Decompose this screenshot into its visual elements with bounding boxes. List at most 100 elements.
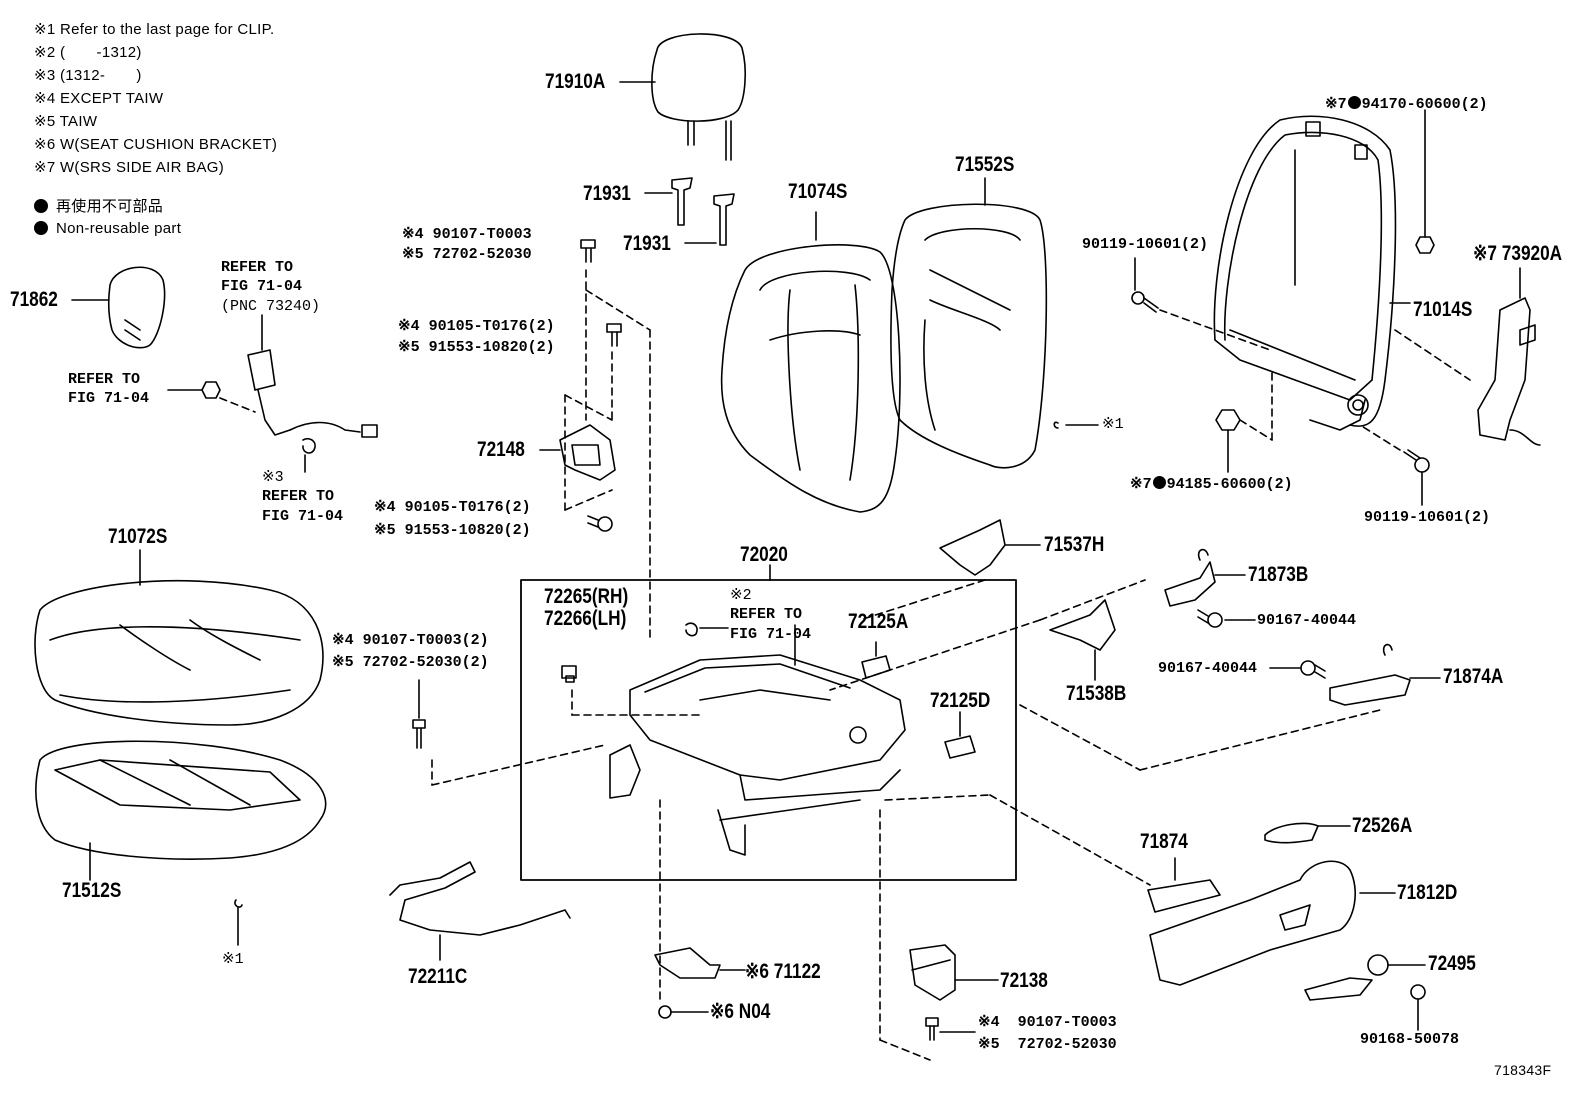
part-71537H[interactable]: 71537H: [1044, 533, 1105, 556]
knob-72495: [1304, 954, 1426, 1001]
bolt-90168-50078[interactable]: 90168-50078: [1360, 1031, 1460, 1048]
cover-71874: [1147, 857, 1221, 913]
part-71072S[interactable]: 71072S: [108, 525, 168, 548]
part-73920A[interactable]: ※7 73920A: [1473, 242, 1563, 265]
part-72266-lh[interactable]: 72266(LH): [544, 607, 627, 630]
part-71931-lower[interactable]: 71931: [623, 232, 671, 255]
knob-72526A: [1264, 822, 1351, 844]
bolt-90107-T0003-2[interactable]: ※4 90107-T0003(2): [332, 632, 489, 649]
bolt-90105-T0176-lower[interactable]: ※4 90105-T0176(2): [374, 499, 531, 516]
cover-71873B: [1164, 548, 1246, 607]
part-71812D[interactable]: 71812D: [1397, 881, 1458, 904]
bolt-icon: [1403, 449, 1430, 473]
bolt-72702-52030-2[interactable]: ※5 72702-52030(2): [332, 654, 489, 671]
shield-71812D: [1149, 860, 1396, 986]
bolt-90107-T0003-bottom[interactable]: ※4 90107-T0003: [978, 1014, 1117, 1031]
refer-fig-2-line2[interactable]: FIG 71-04: [68, 390, 150, 407]
part-71862[interactable]: 71862: [10, 288, 58, 311]
bolt-72702-52030[interactable]: ※5 72702-52030: [402, 246, 532, 263]
part-71874A[interactable]: 71874A: [1443, 665, 1504, 688]
bolt-icon: [606, 323, 622, 347]
part-72495[interactable]: 72495: [1428, 952, 1476, 975]
refer-fig-4-line1[interactable]: REFER TO: [730, 606, 803, 623]
bracket-71122: [654, 947, 746, 979]
nut-icon: [1415, 236, 1435, 254]
part-72020[interactable]: 72020: [740, 543, 788, 566]
seatback-frame-71014S: [1213, 115, 1411, 431]
refer-fig-2-line1[interactable]: REFER TO: [68, 371, 141, 388]
note-6: ※6 W(SEAT CUSHION BRACKET): [34, 136, 278, 153]
clip-note-upper: ※1: [1102, 416, 1124, 433]
cushion-pad-71512S: [35, 740, 327, 881]
part-72526A[interactable]: 72526A: [1352, 814, 1413, 837]
non-reusable-dot-icon: [34, 199, 48, 213]
part-71910A[interactable]: 71910A: [545, 70, 606, 93]
clip-note-lower: ※1: [222, 951, 244, 968]
note-7: ※7 W(SRS SIDE AIR BAG): [34, 159, 225, 176]
cover-71538B: [1049, 599, 1116, 681]
bolt-icon: [580, 239, 596, 263]
part-90119-10601-lower[interactable]: 90119-10601(2): [1364, 509, 1491, 526]
bolt-icon: [1131, 291, 1159, 313]
note-4: ※4 EXCEPT TAIW: [34, 90, 164, 107]
part-71122[interactable]: ※6 71122: [745, 960, 821, 983]
part-N04[interactable]: ※6 N04: [710, 1000, 771, 1023]
bolt-icon: [587, 515, 613, 532]
clip-icon: [1053, 421, 1059, 429]
refer-fig-1-line3: (PNC 73240): [221, 298, 321, 315]
screw-90167-40044-upper[interactable]: 90167-40044: [1257, 612, 1357, 629]
wire-72211C: [389, 861, 571, 961]
bolt-72702-52030-bottom[interactable]: ※5 72702-52030: [978, 1036, 1117, 1053]
part-71552S[interactable]: 71552S: [955, 153, 1015, 176]
cover-72138: [909, 944, 999, 1001]
legend-jp-text: 再使用不可部品: [56, 198, 164, 215]
refer-fig-3-line1[interactable]: REFER TO: [262, 488, 335, 505]
part-71538B[interactable]: 71538B: [1066, 682, 1127, 705]
part-71874[interactable]: 71874: [1140, 830, 1188, 853]
refer-fig-3-line2[interactable]: FIG 71-04: [262, 508, 344, 525]
figure-id: 718343F: [1494, 1062, 1552, 1078]
refer-fig-4-line2[interactable]: FIG 71-04: [730, 626, 812, 643]
part-72125D[interactable]: 72125D: [930, 689, 991, 712]
bolt-90107-T0003[interactable]: ※4 90107-T0003: [402, 226, 532, 243]
refer-fig-3-note: ※3: [262, 469, 284, 486]
non-reusable-dot-icon: [1347, 96, 1361, 109]
seat-frame-72020: [609, 624, 906, 1041]
cover-71862: [71, 266, 166, 349]
refer-fig-1-line2[interactable]: FIG 71-04: [221, 278, 303, 295]
part-71014S[interactable]: 71014S: [1413, 298, 1473, 321]
part-71873B[interactable]: 71873B: [1248, 563, 1309, 586]
non-reusable-dot-icon: [1152, 476, 1166, 489]
nut-icon: [1215, 409, 1241, 431]
headrest-71910A: [619, 33, 746, 161]
note-2: ※2 ( -1312): [34, 44, 142, 61]
bolt-91553-10820-lower[interactable]: ※5 91553-10820(2): [374, 522, 531, 539]
bolt-icon: [658, 1005, 709, 1019]
part-72138[interactable]: 72138: [1000, 969, 1048, 992]
part-71512S[interactable]: 71512S: [62, 879, 122, 902]
part-72148[interactable]: 72148: [477, 438, 525, 461]
part-72125A[interactable]: 72125A: [848, 610, 909, 633]
bolt-icon: [925, 1017, 939, 1041]
part-90119-10601-upper[interactable]: 90119-10601(2): [1082, 236, 1209, 253]
refer-fig-1-line1[interactable]: REFER TO: [221, 259, 294, 276]
part-72265-rh[interactable]: 72265(RH): [544, 585, 629, 608]
clip-72125D: [944, 711, 976, 759]
screw-90167-40044-lower[interactable]: 90167-40044: [1158, 660, 1258, 677]
refer-fig-4-note: ※2: [730, 587, 752, 604]
note-3: ※3 (1312- ): [34, 67, 142, 84]
screw-icon: [1300, 660, 1326, 679]
part-71931-upper[interactable]: 71931: [583, 182, 631, 205]
note-5: ※5 TAIW: [34, 113, 98, 130]
screw-icon: [1197, 609, 1223, 628]
airbag-73920A: [1477, 267, 1541, 446]
part-94185-note: ※7: [1130, 476, 1152, 493]
part-72211C[interactable]: 72211C: [408, 965, 468, 988]
refer-part-icon: [685, 622, 698, 637]
cover-71874A: [1329, 643, 1441, 706]
part-71074S[interactable]: 71074S: [788, 180, 848, 203]
bolt-91553-10820-upper[interactable]: ※5 91553-10820(2): [398, 339, 555, 356]
bolt-90105-T0176-upper[interactable]: ※4 90105-T0176(2): [398, 318, 555, 335]
